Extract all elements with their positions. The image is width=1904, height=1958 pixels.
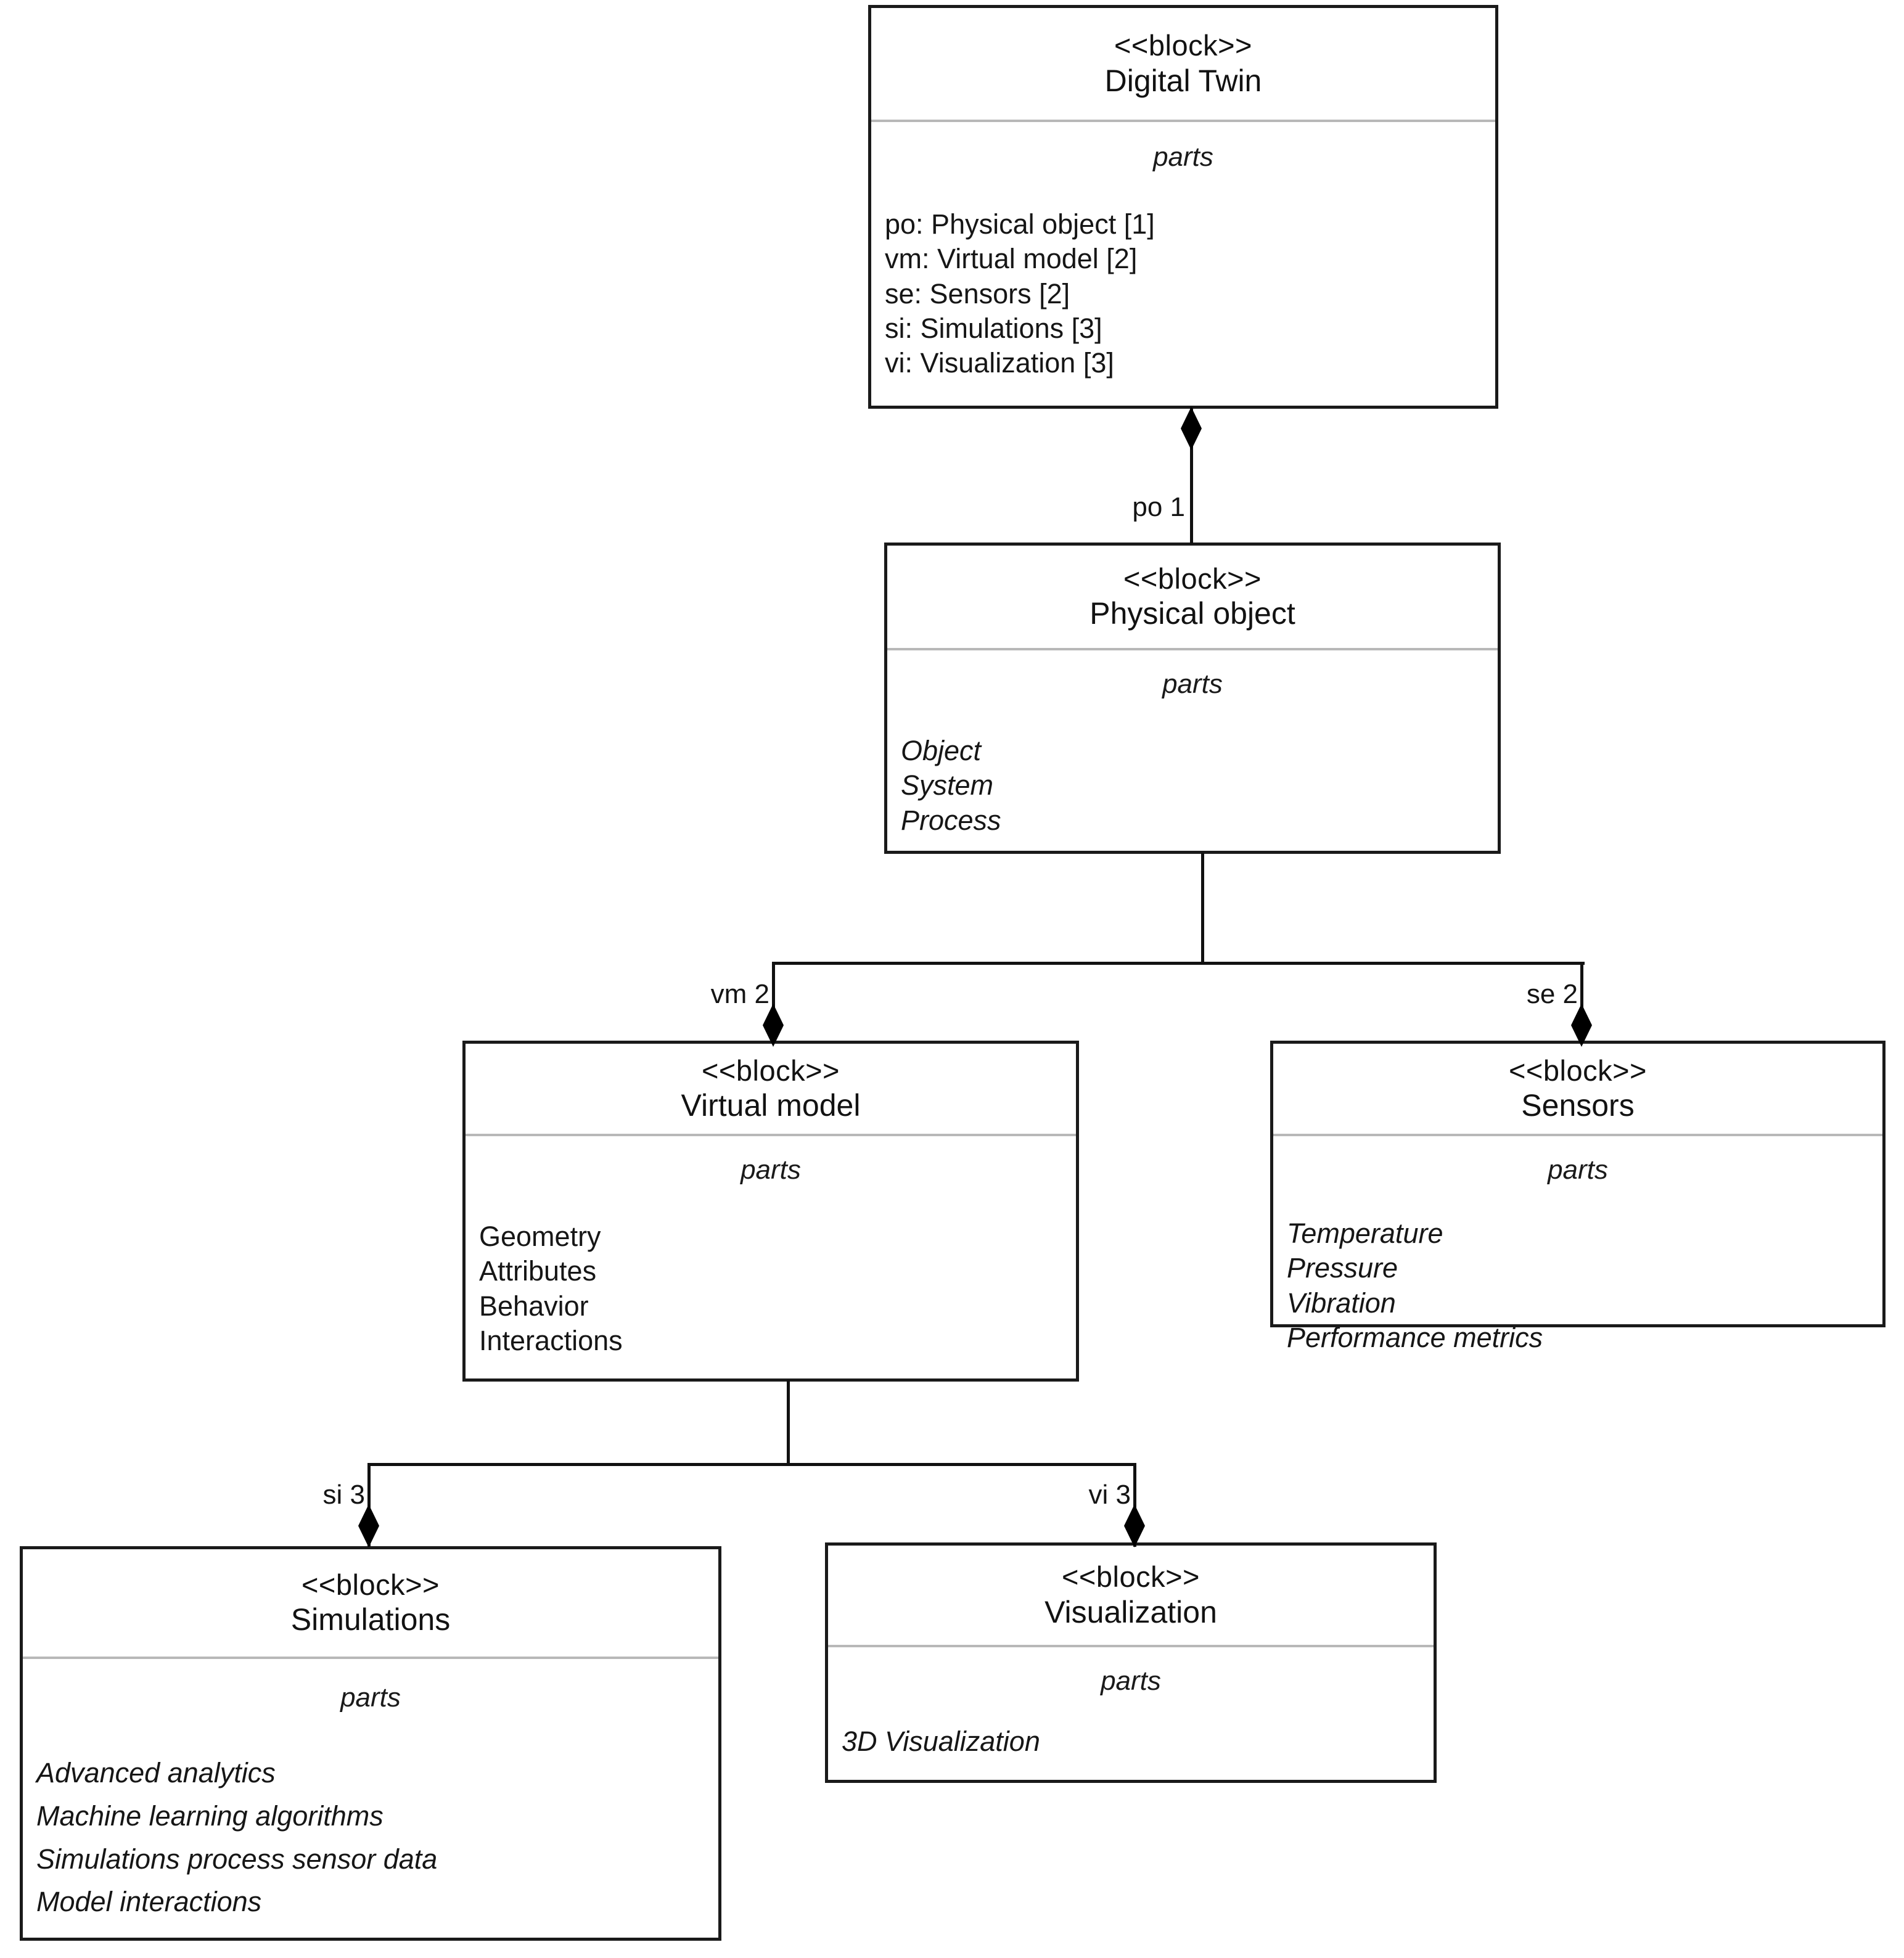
connector-po-line xyxy=(1190,407,1193,544)
block-virtual-model[interactable]: <<block>> Virtual model parts Geometry A… xyxy=(462,1041,1079,1382)
part-item: Model interactions xyxy=(36,1886,262,1918)
part-item: Vibration xyxy=(1287,1287,1396,1319)
part-item: vi: Visualization [3] xyxy=(885,347,1114,379)
parts-list: Temperature Pressure Vibration Performan… xyxy=(1287,1216,1875,1355)
block-virtual-model-header: <<block>> Virtual model xyxy=(466,1044,1076,1136)
association-label-vm: vm 2 xyxy=(710,979,769,1009)
part-item: si: Simulations [3] xyxy=(885,312,1102,344)
parts-list: Geometry Attributes Behavior Interaction… xyxy=(479,1219,1069,1358)
part-item: 3D Visualization xyxy=(842,1726,1040,1757)
compartment-label-parts: parts xyxy=(1101,1666,1161,1696)
block-visualization-header: <<block>> Visualization xyxy=(828,1546,1434,1647)
compartment-label-parts: parts xyxy=(1548,1155,1608,1185)
part-item: System xyxy=(901,769,994,801)
association-label-si: si 3 xyxy=(322,1480,365,1510)
parts-list: 3D Visualization xyxy=(842,1724,1426,1759)
block-physical-object[interactable]: <<block>> Physical object parts Object S… xyxy=(884,543,1501,854)
block-sensors-header: <<block>> Sensors xyxy=(1273,1044,1882,1136)
association-label-po: po 1 xyxy=(1132,492,1185,522)
association-label-se: se 2 xyxy=(1526,979,1578,1009)
block-digital-twin[interactable]: <<block>> Digital Twin parts po: Physica… xyxy=(868,5,1498,409)
block-title: Simulations xyxy=(290,1602,451,1637)
block-title: Virtual model xyxy=(681,1088,861,1123)
block-simulations-header: <<block>> Simulations xyxy=(23,1549,718,1659)
compartment-label-parts: parts xyxy=(1153,142,1213,172)
stereotype-label: <<block>> xyxy=(1114,29,1252,62)
block-sensors-body: parts Temperature Pressure Vibration Per… xyxy=(1273,1136,1882,1353)
connector-se-drop xyxy=(1580,962,1583,1042)
part-item: se: Sensors [2] xyxy=(885,277,1070,309)
block-title: Digital Twin xyxy=(1104,63,1262,98)
block-physical-object-header: <<block>> Physical object xyxy=(887,546,1498,650)
connector-si-drop xyxy=(367,1463,371,1547)
parts-list: Object System Process xyxy=(901,734,1490,838)
compartment-label-parts: parts xyxy=(340,1682,401,1713)
connector-vm-se-bus xyxy=(773,962,1585,965)
compartment-label-parts: parts xyxy=(741,1155,801,1185)
block-visualization-body: parts 3D Visualization xyxy=(828,1647,1434,1780)
stereotype-label: <<block>> xyxy=(301,1568,440,1601)
part-item: Geometry xyxy=(479,1221,601,1252)
part-item: Simulations process sensor data xyxy=(36,1843,438,1875)
part-item: Process xyxy=(901,804,1001,836)
association-label-vi: vi 3 xyxy=(1088,1480,1131,1510)
parts-list: po: Physical object [1] vm: Virtual mode… xyxy=(885,207,1488,380)
block-title: Physical object xyxy=(1089,596,1295,631)
part-item: Interactions xyxy=(479,1324,623,1356)
part-item: Pressure xyxy=(1287,1252,1398,1284)
block-simulations[interactable]: <<block>> Simulations parts Advanced ana… xyxy=(20,1546,721,1941)
part-item: vm: Virtual model [2] xyxy=(885,243,1138,275)
parts-list: Advanced analytics Machine learning algo… xyxy=(36,1751,711,1923)
part-item: Behavior xyxy=(479,1290,589,1322)
block-title: Sensors xyxy=(1521,1088,1635,1123)
block-title: Visualization xyxy=(1044,1594,1217,1629)
part-item: Performance metrics xyxy=(1287,1321,1543,1353)
stereotype-label: <<block>> xyxy=(1123,562,1262,595)
connector-si-vi-bus xyxy=(369,1463,1136,1466)
connector-vi-drop xyxy=(1133,1463,1136,1547)
part-item: Advanced analytics xyxy=(36,1757,276,1788)
stereotype-label: <<block>> xyxy=(701,1054,840,1087)
part-item: Temperature xyxy=(1287,1218,1443,1249)
connector-vm-se-stem xyxy=(1201,853,1204,965)
part-item: Machine learning algorithms xyxy=(36,1800,384,1832)
part-item: po: Physical object [1] xyxy=(885,208,1155,240)
connector-si-vi-stem xyxy=(787,1380,790,1466)
block-simulations-body: parts Advanced analytics Machine learnin… xyxy=(23,1659,718,1938)
part-item: Attributes xyxy=(479,1255,597,1287)
block-digital-twin-body: parts po: Physical object [1] vm: Virtua… xyxy=(871,122,1495,406)
block-sensors[interactable]: <<block>> Sensors parts Temperature Pres… xyxy=(1270,1041,1886,1353)
connector-vm-drop xyxy=(772,962,775,1042)
block-physical-object-body: parts Object System Process xyxy=(887,650,1498,851)
compartment-label-parts: parts xyxy=(1162,669,1223,699)
stereotype-label: <<block>> xyxy=(1508,1054,1647,1087)
stereotype-label: <<block>> xyxy=(1061,1560,1200,1594)
block-visualization[interactable]: <<block>> Visualization parts 3D Visuali… xyxy=(825,1542,1437,1783)
block-digital-twin-header: <<block>> Digital Twin xyxy=(871,8,1495,122)
part-item: Object xyxy=(901,735,982,766)
block-virtual-model-body: parts Geometry Attributes Behavior Inter… xyxy=(466,1136,1076,1378)
